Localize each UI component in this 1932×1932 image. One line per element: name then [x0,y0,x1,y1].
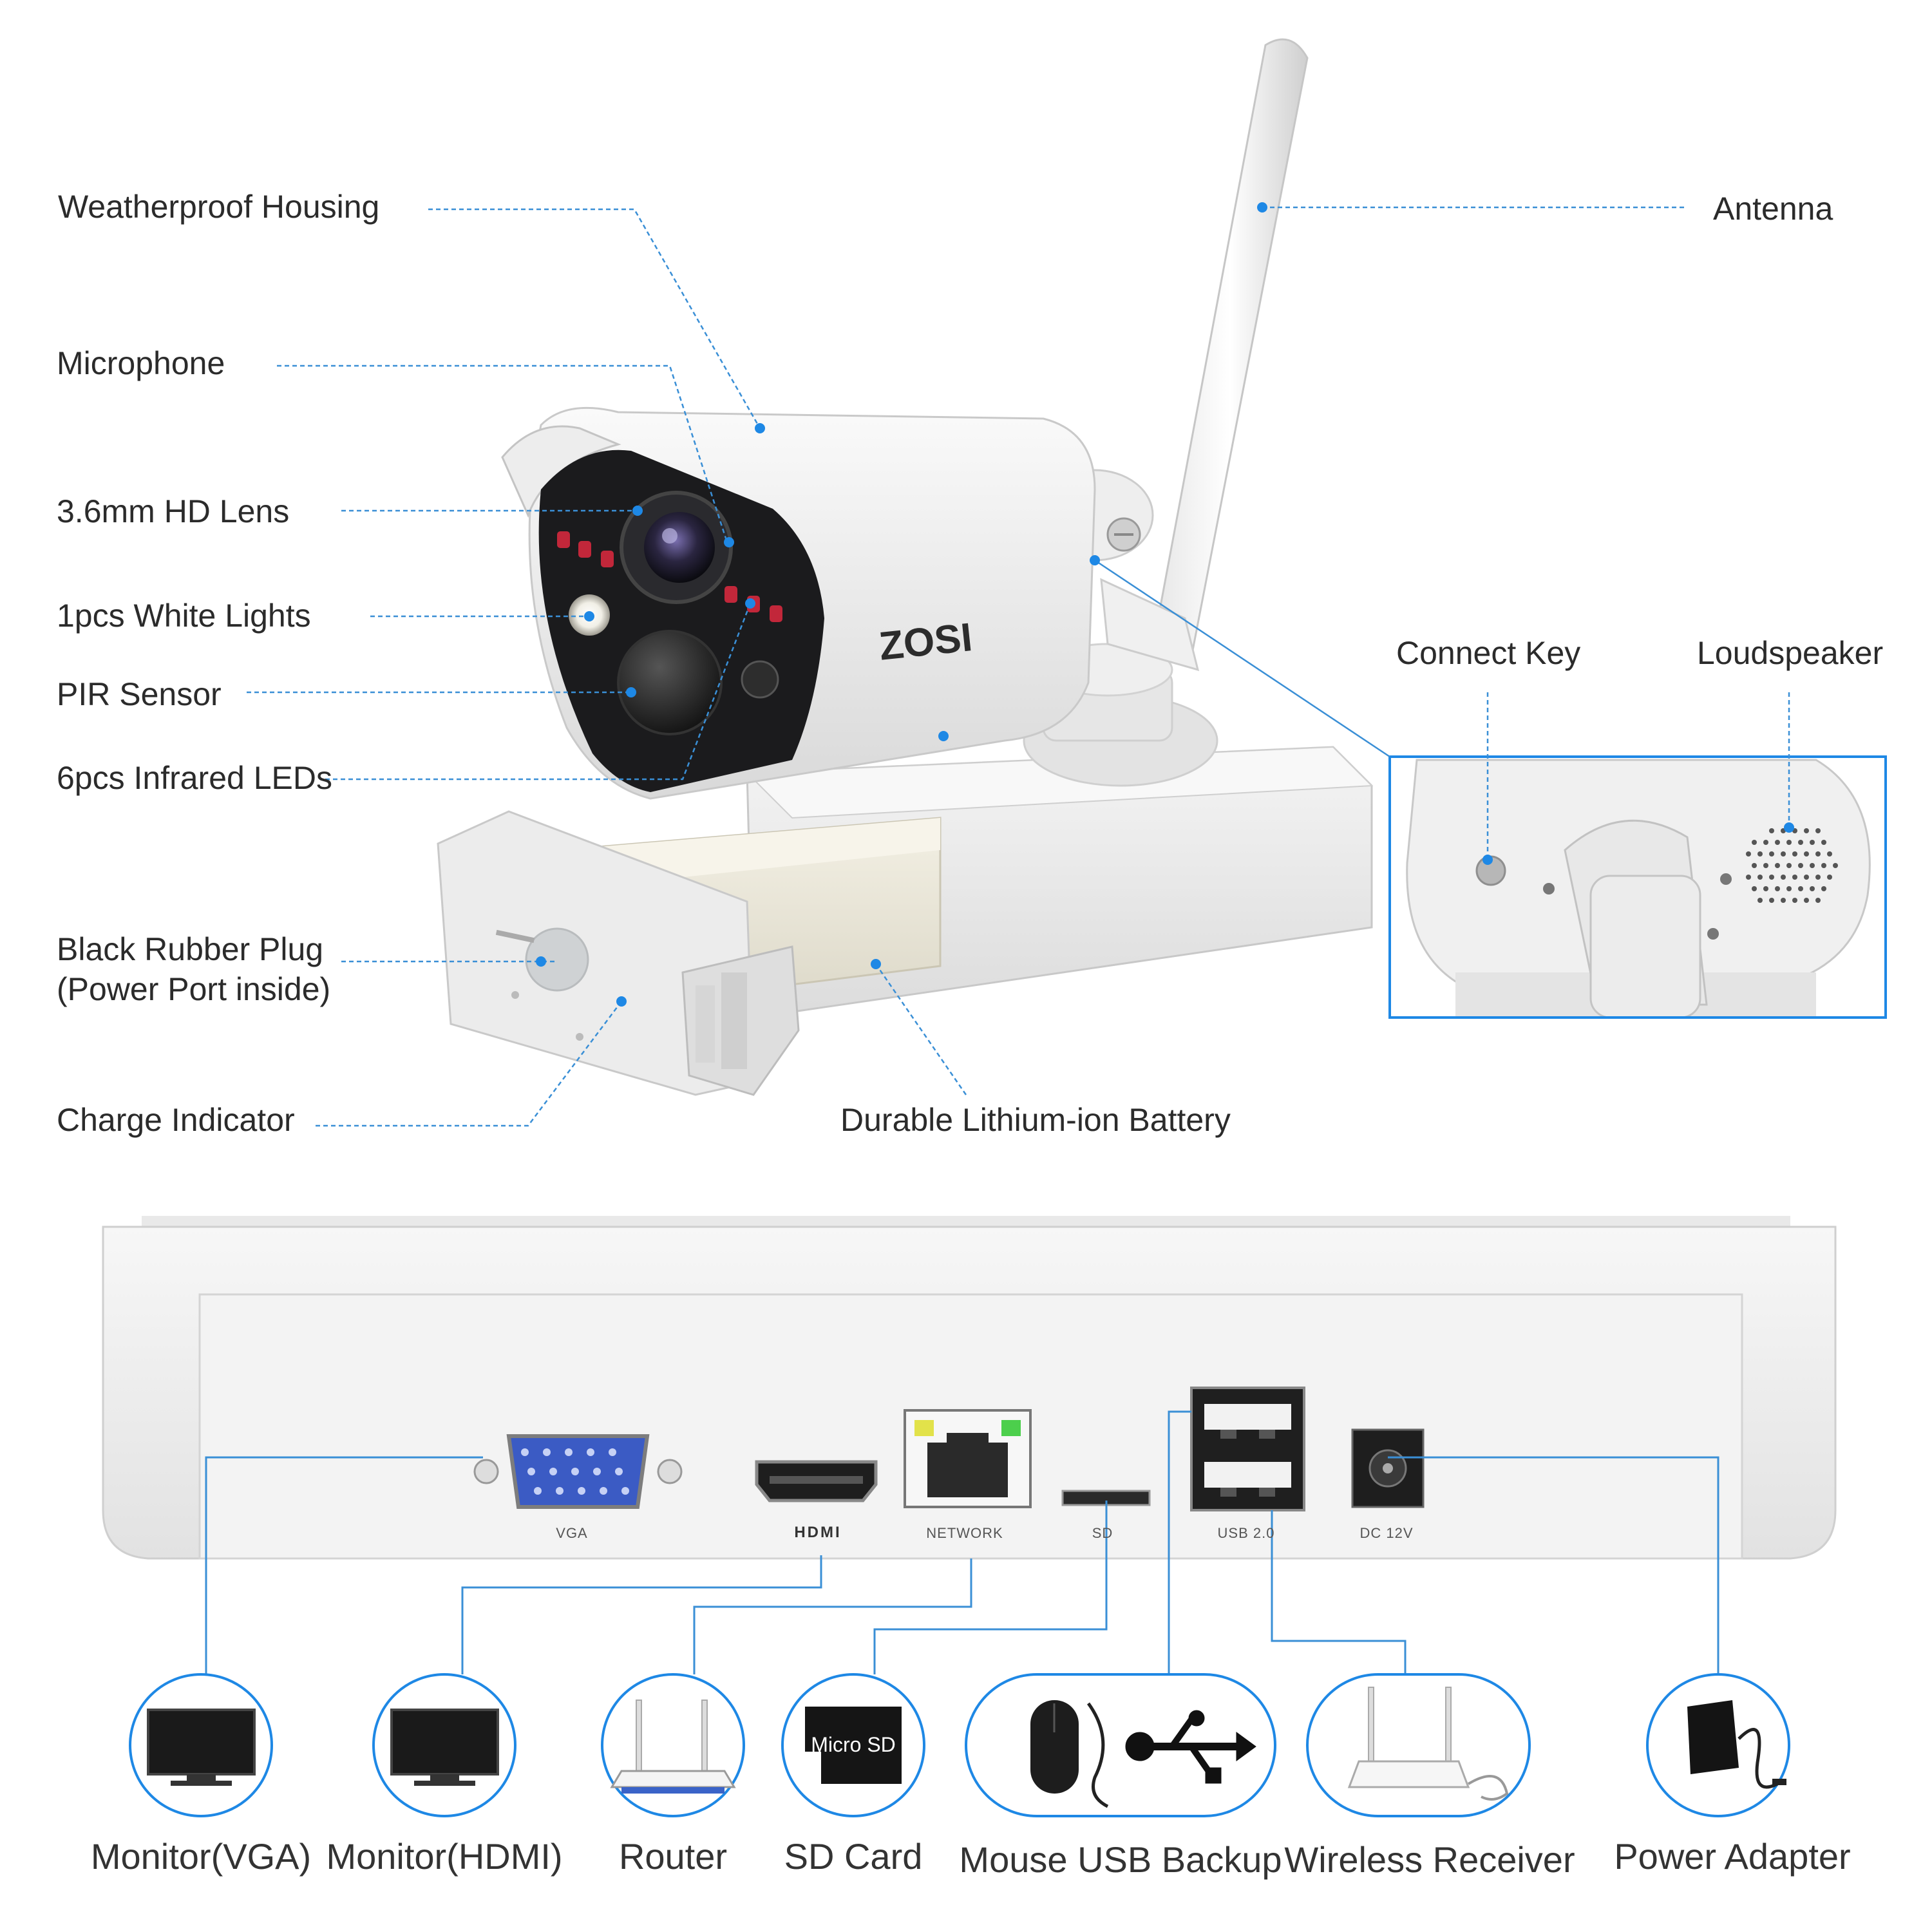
connection-circles [129,1673,1790,1817]
port-label-vga: VGA [556,1525,588,1541]
label-white-lights: 1pcs White Lights [57,598,311,634]
hdmi-port [755,1460,878,1502]
conn-label-wireless-receiver: Wireless Receiver [1284,1839,1575,1880]
micro-sd-label: Micro SD [811,1733,896,1756]
infrared-leds [557,531,782,622]
router-icon [610,1700,736,1794]
label-charge-indicator: Charge Indicator [57,1102,295,1138]
vga-port [473,1434,683,1509]
conn-label-power-adapter: Power Adapter [1614,1836,1851,1877]
micro-sd-icon: Micro SD [805,1707,902,1784]
label-microphone: Microphone [57,345,225,381]
label-weatherproof-housing: Weatherproof Housing [58,189,380,225]
mouse-icon [1030,1700,1109,1808]
network-port [904,1409,1032,1508]
conn-label-monitor-vga: Monitor(VGA) [90,1836,312,1877]
port-label-sd: SD [1092,1525,1113,1541]
label-connect-key: Connect Key [1396,635,1581,671]
back-view-inset [1388,755,1887,1019]
speaker-grille [1746,828,1838,903]
port-label-usb: USB 2.0 [1217,1525,1275,1541]
camera-callout-lines [247,206,1790,1127]
wireless-receiver-icon [1347,1687,1509,1801]
monitor-hdmi-icon [390,1709,499,1786]
power-adapter-icon [1687,1700,1786,1789]
conn-label-mouse-usb-backup: Mouse USB Backup [959,1839,1282,1880]
battery-end-cap [437,810,800,1096]
port-label-dc: DC 12V [1359,1525,1414,1541]
camera-brand-logo: ZOSI [877,615,974,669]
nvr-unit [102,1216,1837,1560]
label-infrared-leds: 6pcs Infrared LEDs [57,760,332,796]
port-label-hdmi: HDMI [794,1524,842,1541]
label-hd-lens: 3.6mm HD Lens [57,493,290,529]
label-pir-sensor: PIR Sensor [57,676,222,712]
dc-jack [1351,1428,1425,1508]
conn-label-sd-card: SD Card [784,1836,923,1877]
nvr-connection-lines [205,1410,1719,1674]
usb-ports [1190,1387,1305,1511]
callout-dots [536,202,1794,1007]
label-loudspeaker: Loudspeaker [1697,635,1884,671]
camera-callout-solid [1094,559,1390,758]
usb-symbol-icon [1125,1710,1256,1784]
label-antenna: Antenna [1713,191,1833,227]
camera-housing: ZOSI [501,406,1096,800]
conn-label-monitor-hdmi: Monitor(HDMI) [326,1836,563,1877]
conn-label-router: Router [618,1836,728,1877]
label-power-port: (Power Port inside) [57,971,331,1007]
label-rubber-plug: Black Rubber Plug [57,931,324,967]
monitor-vga-icon [147,1709,256,1786]
port-label-network: NETWORK [926,1525,1003,1541]
label-battery: Durable Lithium-ion Battery [840,1102,1231,1138]
